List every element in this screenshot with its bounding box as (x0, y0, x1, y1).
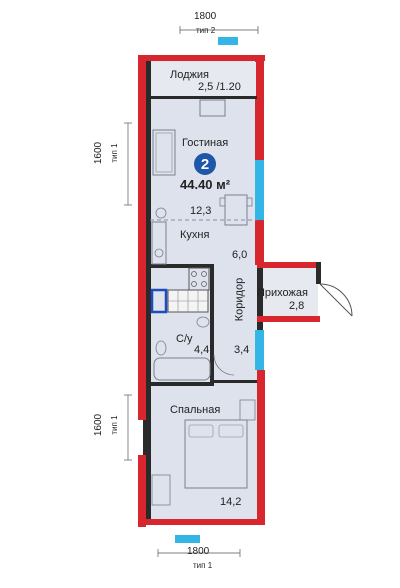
dim-bottom-type: тип 1 (193, 561, 213, 570)
right-wall (257, 55, 263, 525)
dim-top-size: 1800 (194, 11, 217, 22)
desk (151, 474, 171, 506)
bathtub (153, 357, 211, 381)
room-area-bedroom: 14,2 (220, 496, 242, 508)
room-name-kitchen: Кухня (180, 229, 210, 241)
toilet (155, 340, 167, 356)
total-area: 44.40 м² (180, 177, 231, 192)
room-name-bedroom: Спальная (170, 404, 221, 416)
stove-burner-1 (191, 271, 197, 277)
pillow-2 (218, 424, 244, 438)
exterior-wall-left-upper (138, 55, 146, 420)
exterior-wall-right-mid (255, 220, 264, 265)
rooms-count-badge: 2 (194, 153, 216, 175)
entrance-door[interactable] (319, 283, 353, 317)
stove-burner-4 (201, 281, 207, 287)
bath-bottom-wall (150, 382, 214, 386)
exterior-wall-left-lower (138, 455, 146, 527)
room-area-bathroom: 4,4 (194, 344, 210, 356)
dim-left-lower-size: 1600 (93, 413, 104, 437)
loggia-partition (150, 96, 257, 99)
corridor-bedroom-wall (214, 380, 257, 383)
entrance-door-leaf (319, 283, 353, 317)
washbasin (196, 316, 210, 328)
exterior-wall-bottom (140, 519, 265, 525)
left-wall (143, 55, 151, 525)
hall-floor (258, 262, 318, 320)
sofa (152, 129, 176, 176)
window-right-corridor (255, 330, 264, 370)
room-name-corridor: Коридор (233, 277, 246, 322)
dim-left-upper-size: 1600 (93, 141, 104, 165)
kitchen-sink (154, 248, 164, 258)
exterior-wall-right-lower (257, 370, 265, 520)
room-name-living: Гостиная (182, 137, 229, 149)
hall-bottom-wall (257, 316, 320, 322)
bathroom-door[interactable] (213, 354, 235, 376)
kitchen-plant (155, 207, 167, 219)
bath-corridor-wall (210, 264, 214, 384)
pillow-1 (188, 424, 214, 438)
dining-chair-1 (219, 197, 226, 207)
hall-right-wall (316, 262, 321, 284)
loggia-floor (151, 62, 256, 96)
dim-left-lower-type: тип 1 (110, 415, 119, 435)
room-area-hall: 2,8 (289, 300, 305, 312)
room-area-loggia: 2,5 /1.20 (198, 81, 241, 93)
room-name-bathroom: С/у (176, 333, 193, 345)
bed (184, 419, 248, 489)
armchair (199, 99, 226, 117)
room-area-kitchen: 6,0 (232, 249, 248, 261)
exterior-wall-top (140, 55, 265, 61)
room-name-loggia: Лоджия (170, 69, 209, 81)
stove-burner-3 (191, 281, 197, 287)
dim-left-upper-type: тип 1 (110, 143, 119, 163)
hall-top-wall (257, 262, 320, 268)
room-area-living: 12,3 (190, 205, 212, 217)
room-name-hall: Прихожая (257, 287, 308, 299)
exterior-wall-right-top (255, 60, 264, 160)
dining-table (224, 194, 248, 226)
kitchen-bath-wall (150, 264, 210, 268)
window-top (218, 37, 238, 45)
wardrobe (239, 399, 256, 421)
ventilation-shaft (150, 288, 168, 314)
window-right-living (255, 160, 264, 220)
dining-chair-2 (246, 197, 253, 207)
dim-top-type: тип 2 (196, 26, 216, 35)
kitchen-counter (151, 221, 167, 265)
stove-burner-2 (201, 271, 207, 277)
window-bottom (175, 535, 200, 543)
room-area-corridor: 3,4 (234, 344, 250, 356)
sofa-cushion (155, 132, 173, 173)
dim-bottom-size: 1800 (187, 546, 210, 557)
